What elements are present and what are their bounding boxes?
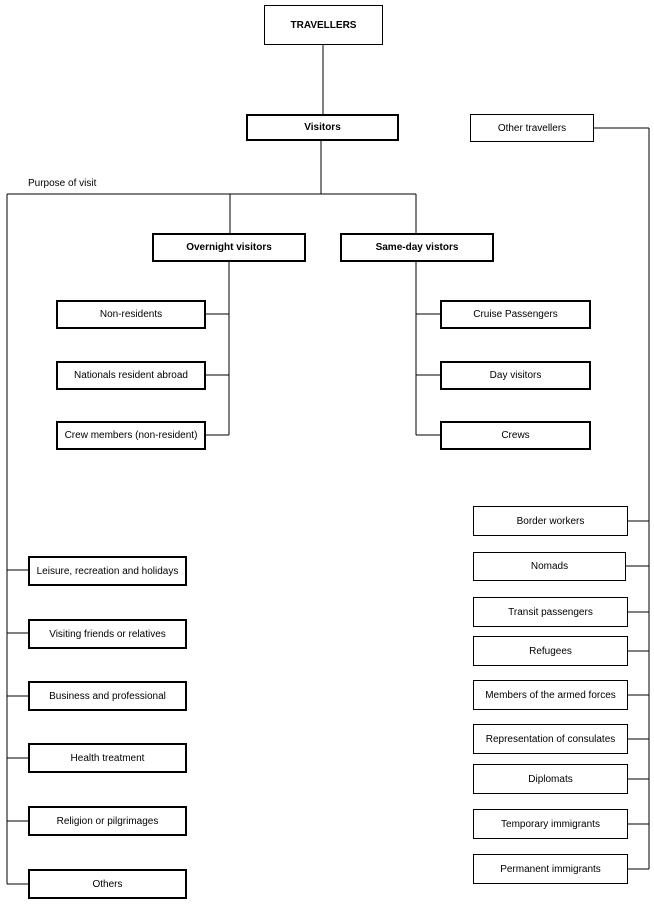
other-item-diplomats: Diplomats (473, 764, 628, 794)
same-day-item-label: Cruise Passengers (473, 309, 558, 320)
other-item-label: Permanent immigrants (500, 863, 601, 875)
purpose-item-label: Others (92, 878, 123, 890)
other-item-label: Border workers (516, 515, 585, 527)
purpose-item-label: Health treatment (70, 752, 145, 764)
other-travellers-label: Other travellers (497, 122, 567, 134)
other-item-label: Members of the armed forces (485, 689, 616, 701)
visitors-node: Visitors (246, 114, 399, 141)
purpose-item-business: Business and professional (28, 681, 187, 711)
travellers-node: TRAVELLERS (264, 5, 383, 45)
same-day-item-label: Day visitors (489, 370, 542, 381)
other-item-label: Nomads (530, 561, 569, 572)
other-item-label: Transit passengers (508, 606, 593, 618)
overnight-visitors-node: Overnight visitors (152, 233, 306, 262)
overnight-item-label: Crew members (non-resident) (64, 430, 198, 441)
other-item-label: Refugees (529, 645, 572, 657)
purpose-item-health: Health treatment (28, 743, 187, 773)
overnight-item-non-residents: Non-residents (56, 300, 206, 329)
same-day-item-crews: Crews (440, 421, 591, 450)
other-item-temporary-immigrants: Temporary immigrants (473, 809, 628, 839)
overnight-item-label: Nationals resident abroad (74, 370, 188, 381)
same-day-visitors-node: Same-day vistors (340, 233, 494, 262)
purpose-item-label: Visiting friends or relatives (49, 628, 166, 640)
purpose-item-visiting-friends: Visiting friends or relatives (28, 619, 187, 649)
same-day-item-cruise-passengers: Cruise Passengers (440, 300, 591, 329)
purpose-item-label: Religion or pilgrimages (56, 815, 159, 827)
purpose-item-leisure: Leisure, recreation and holidays (28, 556, 187, 586)
same-day-item-day-visitors: Day visitors (440, 361, 591, 390)
other-item-armed-forces: Members of the armed forces (473, 680, 628, 710)
other-item-nomads: Nomads (473, 552, 626, 581)
purpose-item-label: Business and professional (49, 690, 166, 702)
overnight-item-crew-members: Crew members (non-resident) (56, 421, 206, 450)
overnight-visitors-label: Overnight visitors (186, 242, 272, 253)
purpose-of-visit-label: Purpose of visit (28, 178, 97, 189)
same-day-item-label: Crews (501, 430, 530, 441)
overnight-item-label: Non-residents (99, 309, 163, 320)
other-item-label: Temporary immigrants (501, 818, 600, 830)
other-travellers-node: Other travellers (470, 114, 594, 142)
other-item-transit-passengers: Transit passengers (473, 597, 628, 627)
other-item-permanent-immigrants: Permanent immigrants (473, 854, 628, 884)
other-item-refugees: Refugees (473, 636, 628, 666)
other-item-label: Diplomats (528, 773, 573, 785)
travellers-label: TRAVELLERS (290, 19, 357, 31)
visitors-label: Visitors (304, 122, 341, 133)
purpose-item-label: Leisure, recreation and holidays (36, 565, 179, 577)
other-item-label: Representation of consulates (485, 733, 616, 745)
other-item-consulates: Representation of consulates (473, 724, 628, 754)
overnight-item-nationals-abroad: Nationals resident abroad (56, 361, 206, 390)
same-day-visitors-label: Same-day vistors (375, 242, 459, 253)
purpose-item-religion: Religion or pilgrimages (28, 806, 187, 836)
other-item-border-workers: Border workers (473, 506, 628, 536)
purpose-item-others: Others (28, 869, 187, 899)
